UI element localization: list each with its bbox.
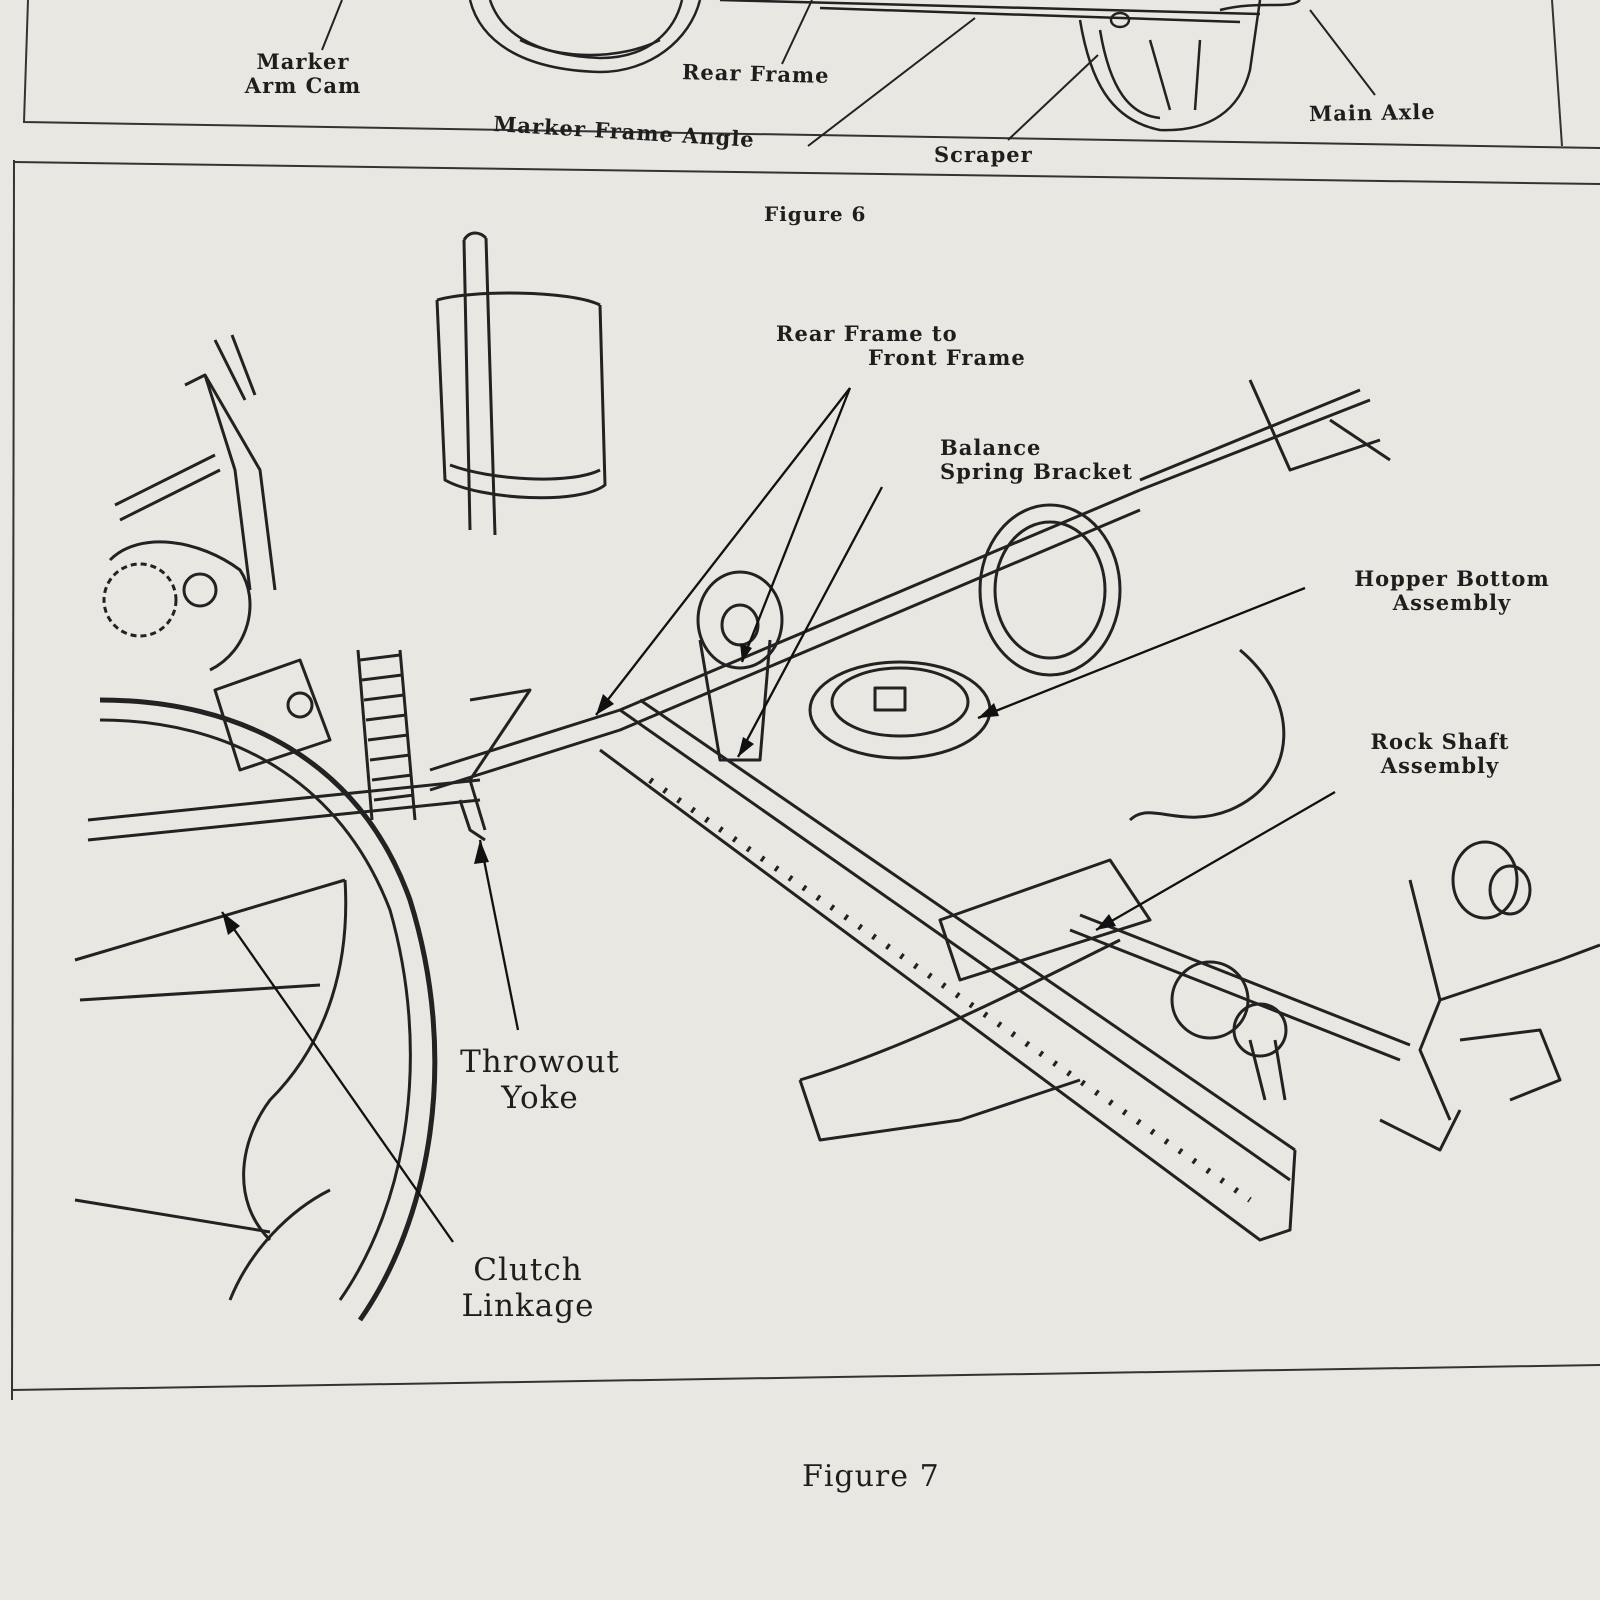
label-rock-shaft-assembly: Rock Shaft Assembly	[1340, 729, 1540, 779]
label-rear-frame-to-front-frame-line2: Front Frame	[868, 345, 1026, 371]
figure-7-arrowheads	[222, 643, 1116, 935]
label-marker-arm-cam: Marker Arm Cam	[228, 49, 378, 99]
label-clutch-linkage-line1: Clutch	[473, 1252, 583, 1288]
label-balance-spring-bracket: Balance Spring Bracket	[940, 435, 1133, 485]
label-clutch-linkage: Clutch Linkage	[438, 1252, 618, 1324]
label-throwout-yoke-line2: Yoke	[501, 1079, 579, 1116]
label-throwout-yoke: Throwout Yoke	[450, 1044, 630, 1116]
label-clutch-linkage-line2: Linkage	[461, 1287, 595, 1324]
label-hopper-bottom-assembly-line2: Assembly	[1392, 590, 1512, 616]
figure-7-caption: Figure 7	[802, 1459, 940, 1494]
label-rear-frame-to-front-frame-line1: Rear Frame to	[776, 321, 958, 346]
label-balance-spring-bracket-line2: Spring Bracket	[940, 459, 1133, 485]
label-rock-shaft-assembly-line2: Assembly	[1380, 753, 1500, 779]
figure-7-leaders	[221, 387, 1336, 1243]
label-scraper: Scraper	[934, 142, 1033, 167]
label-rear-frame-to-front-frame: Rear Frame to Front Frame	[776, 321, 1026, 371]
label-throwout-yoke-line1: Throwout	[460, 1044, 620, 1080]
label-marker-arm-cam-line1: Marker	[256, 49, 350, 74]
label-main-axle: Main Axle	[1308, 98, 1436, 127]
label-marker-arm-cam-line2: Arm Cam	[244, 73, 362, 99]
figure-6-caption: Figure 6	[764, 202, 867, 226]
figure-6-frame	[11, 0, 1600, 1401]
label-balance-spring-bracket-line1: Balance	[940, 435, 1042, 460]
label-hopper-bottom-assembly-line1: Hopper Bottom	[1354, 566, 1550, 591]
figure-6-leaders	[321, 0, 1376, 147]
figure-7-drawing	[74, 231, 1600, 1322]
figure-6-drawing	[468, 0, 1301, 132]
label-rear-frame: Rear Frame	[681, 59, 830, 88]
label-hopper-bottom-assembly: Hopper Bottom Assembly	[1322, 566, 1582, 616]
label-rock-shaft-assembly-line1: Rock Shaft	[1370, 729, 1510, 754]
